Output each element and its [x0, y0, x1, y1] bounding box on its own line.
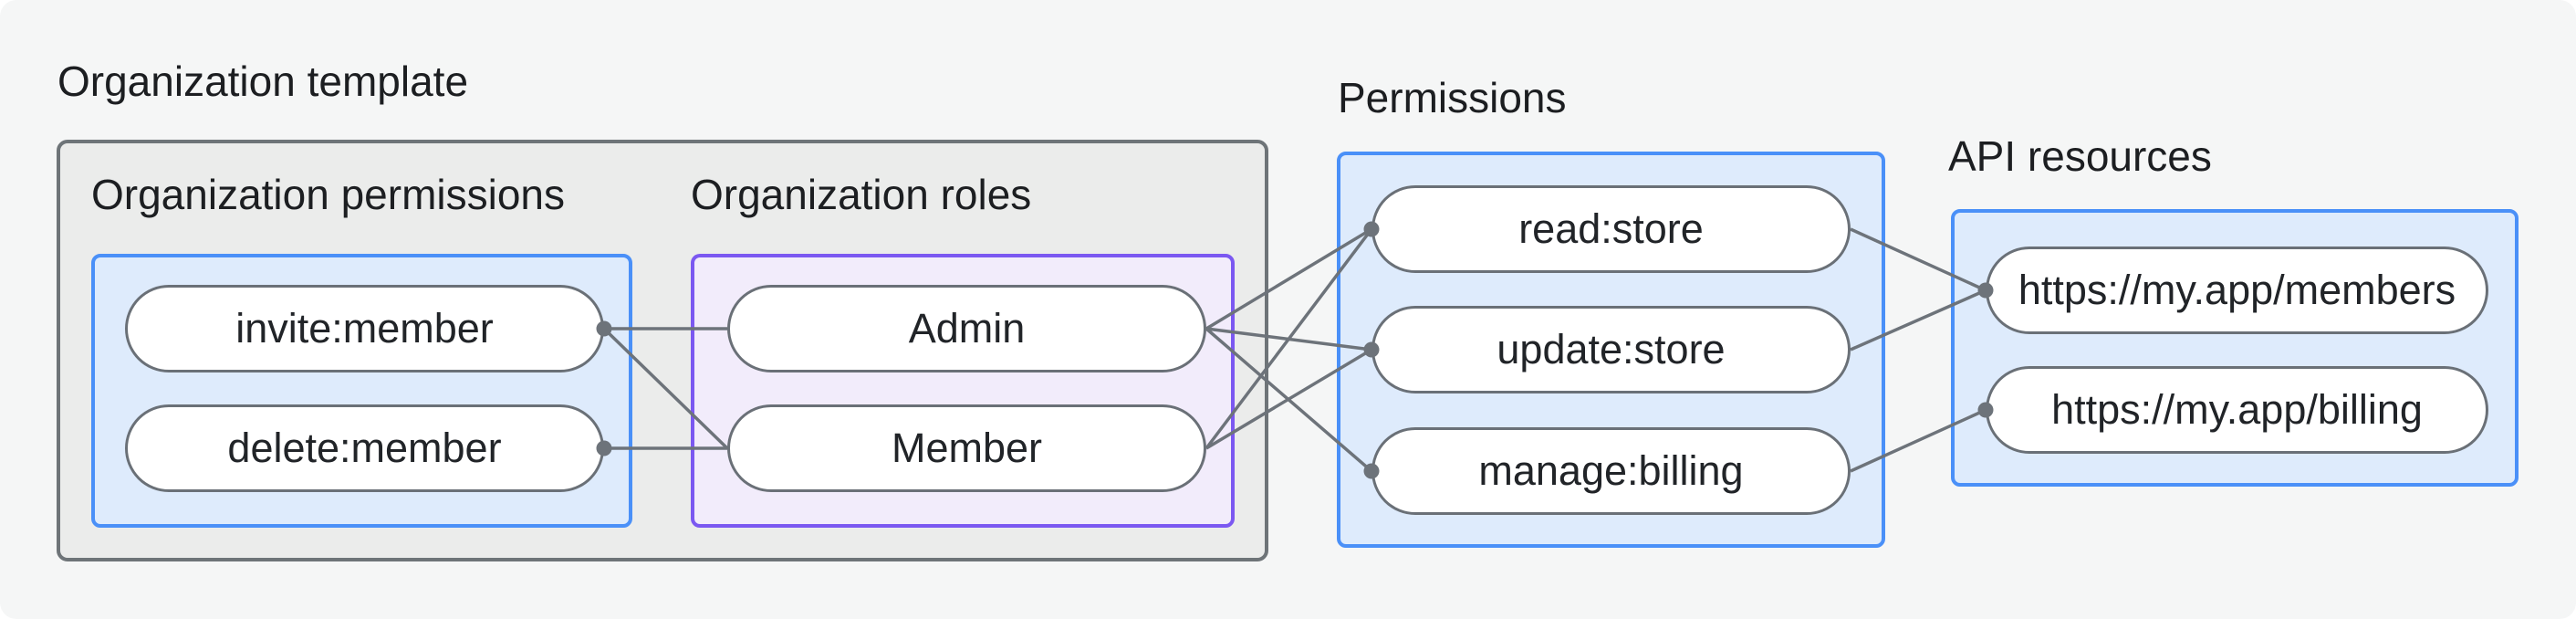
node-invite-member: invite:member: [125, 285, 604, 372]
node-delete-member: delete:member: [125, 404, 604, 492]
api-resources-label: API resources: [1948, 132, 2212, 180]
node-billing-api-url: https://my.app/billing: [1986, 366, 2488, 454]
organization-roles-label: Organization roles: [691, 171, 1032, 218]
permissions-label: Permissions: [1338, 74, 1567, 121]
node-admin-role: Admin: [727, 285, 1206, 372]
node-read-store: read:store: [1371, 185, 1851, 273]
node-manage-billing: manage:billing: [1371, 427, 1851, 515]
node-update-store: update:store: [1371, 306, 1851, 393]
organization-template-label: Organization template: [57, 58, 469, 105]
node-member-role: Member: [727, 404, 1206, 492]
node-members-api-url: https://my.app/members: [1986, 247, 2488, 334]
organization-permissions-label: Organization permissions: [91, 171, 566, 218]
